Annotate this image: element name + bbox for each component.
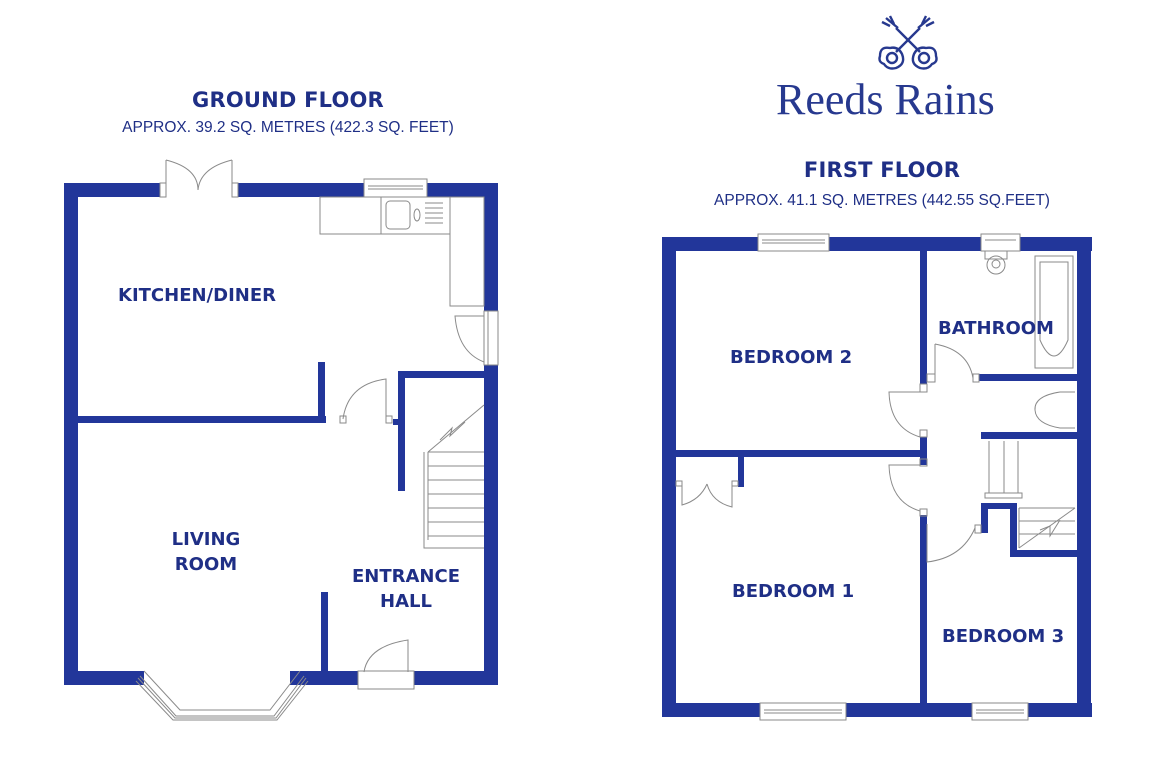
brand-name: Reeds Rains [776, 75, 995, 124]
living-room-line1: LIVING [171, 529, 241, 550]
ground-floor-title: GROUND FLOOR [192, 88, 384, 112]
entrance-hall-line1: ENTRANCE [352, 566, 460, 587]
room-label-living-room: LIVING ROOM [156, 527, 256, 577]
entrance-hall-line2: HALL [380, 591, 432, 612]
living-room-line2: ROOM [174, 554, 238, 575]
first-floor-area: APPROX. 41.1 SQ. METRES (442.55 SQ.FEET) [714, 192, 1050, 209]
room-label-bathroom: BATHROOM [938, 318, 1054, 339]
room-label-bedroom-1: BEDROOM 1 [732, 581, 855, 602]
crossed-keys-icon [878, 15, 938, 70]
room-label-bedroom-2: BEDROOM 2 [730, 347, 853, 368]
room-label-bedroom-3: BEDROOM 3 [942, 626, 1065, 647]
room-label-entrance-hall: ENTRANCE HALL [341, 564, 471, 614]
first-floor-title: FIRST FLOOR [803, 158, 961, 182]
ground-floor-area: APPROX. 39.2 SQ. METRES (422.3 SQ. FEET) [122, 119, 454, 136]
room-label-kitchen-diner: KITCHEN/DINER [118, 285, 276, 306]
